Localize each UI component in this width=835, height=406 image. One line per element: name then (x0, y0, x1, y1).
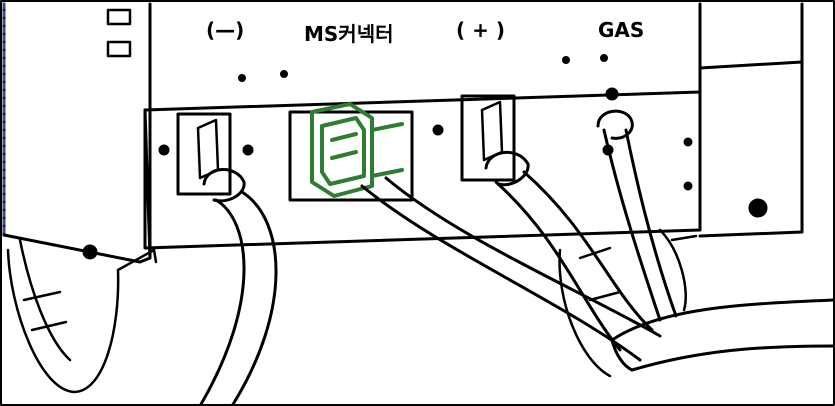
negative-terminal-label: (—) (206, 18, 245, 42)
left-cabinet (2, 2, 152, 264)
rear-panel-plate (143, 90, 702, 260)
ms-connector (288, 102, 444, 202)
right-cabinet (683, 2, 804, 238)
positive-terminal (460, 94, 530, 187)
positive-terminal-label: ( + ) (456, 18, 505, 42)
right-caster (558, 228, 698, 378)
left-caster (6, 238, 158, 394)
ms-connector-label: MS커넥터 (304, 22, 394, 46)
negative-terminal (158, 112, 254, 203)
cables (198, 128, 835, 406)
gas-fitting (596, 87, 634, 156)
gas-fitting-label: GAS (598, 18, 645, 42)
